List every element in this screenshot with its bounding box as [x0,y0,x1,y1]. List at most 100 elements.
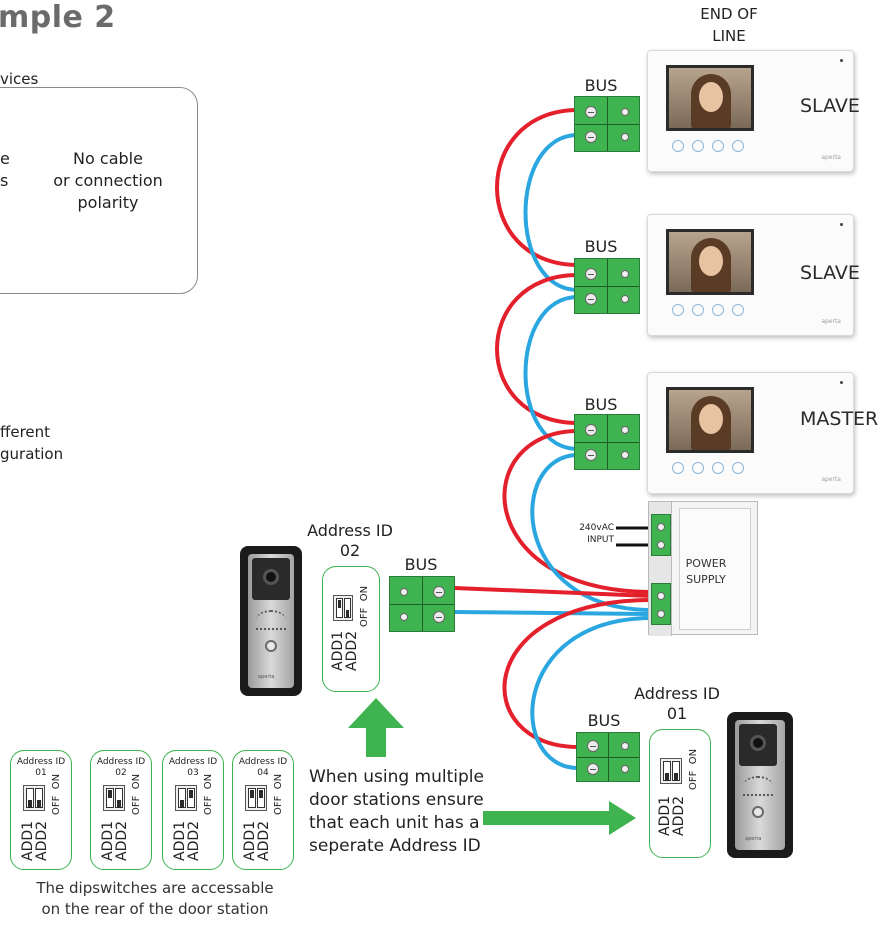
red-wire [502,429,653,594]
switch-state-label: OFF ON [51,773,62,815]
bus-terminal [574,258,640,314]
call-button-icon [752,806,764,818]
bus-label: BUS [404,555,438,574]
video-monitor: aperta [647,50,854,172]
camera-panel [739,724,777,766]
monitor-screen [666,65,754,131]
button-icon [732,140,744,152]
status-led [840,381,843,384]
button-icon [712,304,724,316]
psu-input-label: 240vAC INPUT [579,523,614,545]
up-arrow [348,698,404,757]
red-wire [502,598,653,749]
unit-role-label: MASTER [800,408,879,430]
bus-terminal [389,576,455,632]
brand-logo: aperta [745,836,762,842]
switch-state-label: OFF ON [203,773,214,815]
bus-label: BUS [584,76,618,95]
monitor-buttons [672,459,752,478]
red-wire [495,108,579,267]
address-id-label: Address ID 01 [634,684,720,723]
switch-state-label: OFF ON [273,773,284,815]
status-led [840,59,843,62]
polarity-legend [0,87,198,294]
camera-lens-icon [750,735,766,751]
button-icon [692,304,704,316]
monitor-buttons [672,301,752,320]
button-icon [712,140,724,152]
speaker-grille [743,776,773,796]
brand-logo: aperta [821,318,841,325]
bus-label: BUS [587,711,621,730]
button-icon [672,304,684,316]
monitor-buttons [672,137,752,156]
red-wire [495,273,579,425]
call-button-icon [265,640,277,652]
button-icon [692,462,704,474]
monitor-screen [666,229,754,295]
unit-role-label: SLAVE [800,95,860,117]
bus-label: BUS [584,395,618,414]
door-station: aperta [727,712,793,858]
speaker-grille [256,610,286,630]
switch-state-label: OFF ON [131,773,142,815]
button-icon [672,462,684,474]
legend-text: No cable or connection polarity [53,149,163,212]
status-led [840,223,843,226]
right-arrow [483,801,636,835]
unit-role-label: SLAVE [800,262,860,284]
switch-state-label: OFF ON [359,585,370,627]
end-of-line-label: END OF LINE [700,5,758,45]
button-icon [712,462,724,474]
blue-wire [523,133,579,292]
dipswitch-note: The dipswitches are accessable on the re… [36,879,274,918]
blue-wire [530,616,653,770]
brand-logo: aperta [258,674,275,680]
button-icon [692,140,704,152]
video-monitor: aperta [647,214,854,336]
blue-wire [523,295,579,451]
legend-fragment: s [0,171,9,190]
blue-wire [453,610,653,616]
psu-input-terminal [651,514,671,556]
side-note-fragment: fferent guration [0,423,64,463]
brand-logo: aperta [821,154,841,161]
button-icon [732,304,744,316]
instruction-text: When using multiple door stations ensure… [309,767,484,856]
bus-terminal [574,414,640,470]
camera-panel [252,558,290,600]
address-id-label: Address ID 02 [307,521,393,560]
camera-lens-icon [263,569,279,585]
power-supply-label: POWER SUPPLY [685,557,727,586]
brand-logo: aperta [821,476,841,483]
video-monitor: aperta [647,372,854,494]
bus-label: BUS [584,237,618,256]
psu-bus-terminal [651,583,671,625]
legend-fragment: e [0,149,10,168]
subtitle-fragment: vices [0,70,39,88]
door-station: aperta [240,546,302,696]
bus-terminal [574,96,640,152]
button-icon [732,462,744,474]
monitor-screen [666,387,754,453]
switch-state-label: OFF ON [688,748,699,790]
page-title: mple 2 [0,0,116,35]
button-icon [672,140,684,152]
bus-terminal [576,732,640,782]
